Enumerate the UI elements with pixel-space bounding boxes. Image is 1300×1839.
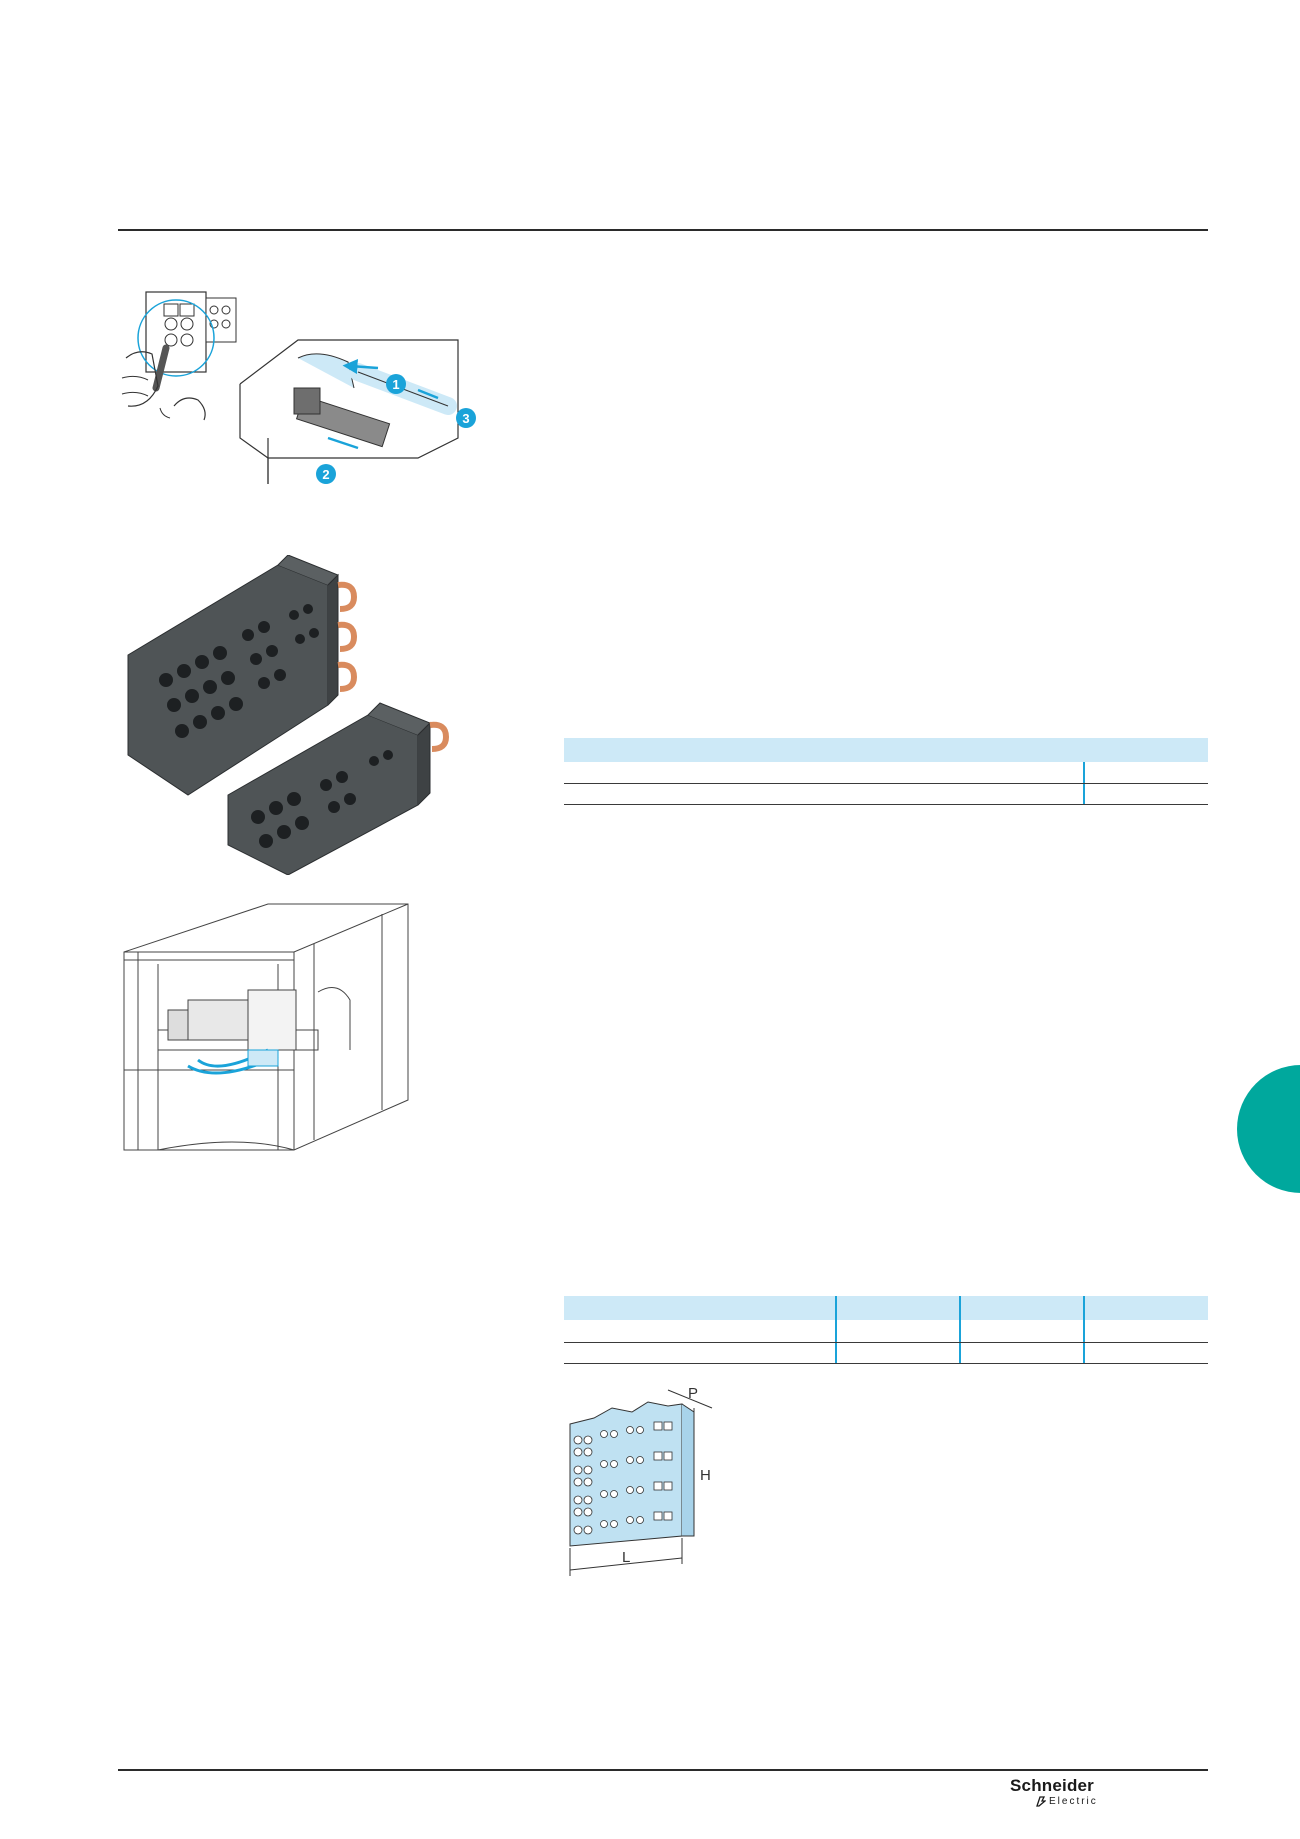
terminal-section bbox=[239, 339, 459, 484]
dimension-label-length: L bbox=[622, 1549, 630, 1566]
brand-sub: Electric bbox=[1049, 1796, 1098, 1807]
installed-blocks bbox=[167, 987, 351, 1075]
table-1-bottom-line bbox=[564, 804, 1208, 805]
table-2-bottom-line bbox=[564, 1363, 1208, 1364]
schneider-electric-logo: Schneider Electric bbox=[1010, 1776, 1098, 1807]
step-badge-2: 2 bbox=[322, 467, 329, 482]
table-2-header bbox=[564, 1296, 1208, 1320]
section-tab-marker bbox=[1237, 1065, 1300, 1193]
brand-name: Schneider bbox=[1010, 1776, 1094, 1795]
enclosure-installation-drawing bbox=[118, 900, 418, 1160]
table-2-separator-1 bbox=[835, 1296, 837, 1364]
stacked-blocks bbox=[569, 1401, 695, 1547]
dimension-arrows bbox=[569, 1389, 713, 1576]
table-2-separator-3 bbox=[1083, 1296, 1085, 1364]
brand-sub-row: Electric bbox=[1034, 1796, 1098, 1807]
header-rule bbox=[118, 229, 1208, 231]
table-2-separator-2 bbox=[959, 1296, 961, 1364]
wiring-illustration: 1 2 3 bbox=[118, 288, 498, 488]
step-badge-1: 1 bbox=[392, 377, 399, 392]
dimension-label-height: H bbox=[700, 1467, 711, 1484]
distribution-blocks-image bbox=[118, 554, 458, 876]
brand-mark-icon bbox=[1036, 1796, 1046, 1807]
table-1-header bbox=[564, 738, 1208, 762]
large-distribution-block bbox=[127, 554, 358, 796]
dimension-label-depth: P bbox=[688, 1385, 698, 1402]
hand-terminal-detail bbox=[121, 291, 237, 421]
table-2-row-line bbox=[564, 1342, 1208, 1343]
footer-rule bbox=[118, 1769, 1208, 1771]
small-distribution-block bbox=[227, 702, 450, 876]
step-badges: 1 2 3 bbox=[316, 374, 476, 484]
step-badge-3: 3 bbox=[462, 411, 469, 426]
table-1-row-line bbox=[564, 783, 1208, 784]
dimension-diagram: P H L bbox=[564, 1384, 734, 1594]
